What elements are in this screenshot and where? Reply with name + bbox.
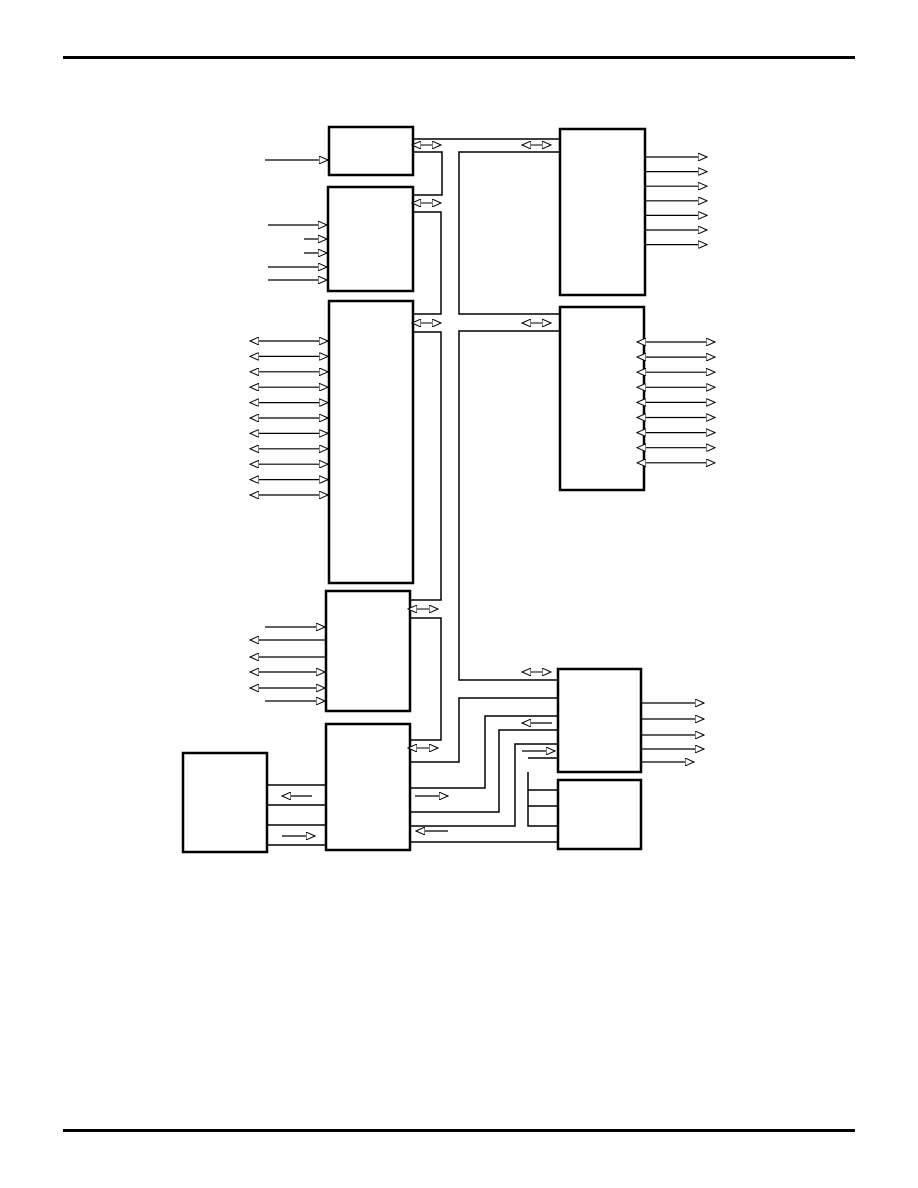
left-signal-lines bbox=[258, 160, 328, 701]
bus-lines bbox=[267, 138, 560, 846]
block-bottom-left-center bbox=[324, 722, 412, 852]
block-mid-lower-left bbox=[324, 589, 412, 713]
block-right-bidirectional bbox=[558, 305, 646, 492]
block-input-group bbox=[326, 185, 415, 293]
block-lower-right-output bbox=[556, 667, 643, 774]
block-external-left bbox=[181, 751, 269, 854]
flow-arrows bbox=[282, 723, 555, 836]
block-top-left-small bbox=[327, 125, 415, 177]
footer-rule bbox=[63, 1129, 855, 1132]
block-bottom-right bbox=[556, 778, 643, 851]
header-rule bbox=[63, 56, 855, 59]
bus-arrows bbox=[416, 145, 551, 748]
block-right-output bbox=[558, 127, 647, 297]
block-bidirectional-port bbox=[327, 299, 415, 585]
right-signal-lines bbox=[642, 157, 715, 762]
